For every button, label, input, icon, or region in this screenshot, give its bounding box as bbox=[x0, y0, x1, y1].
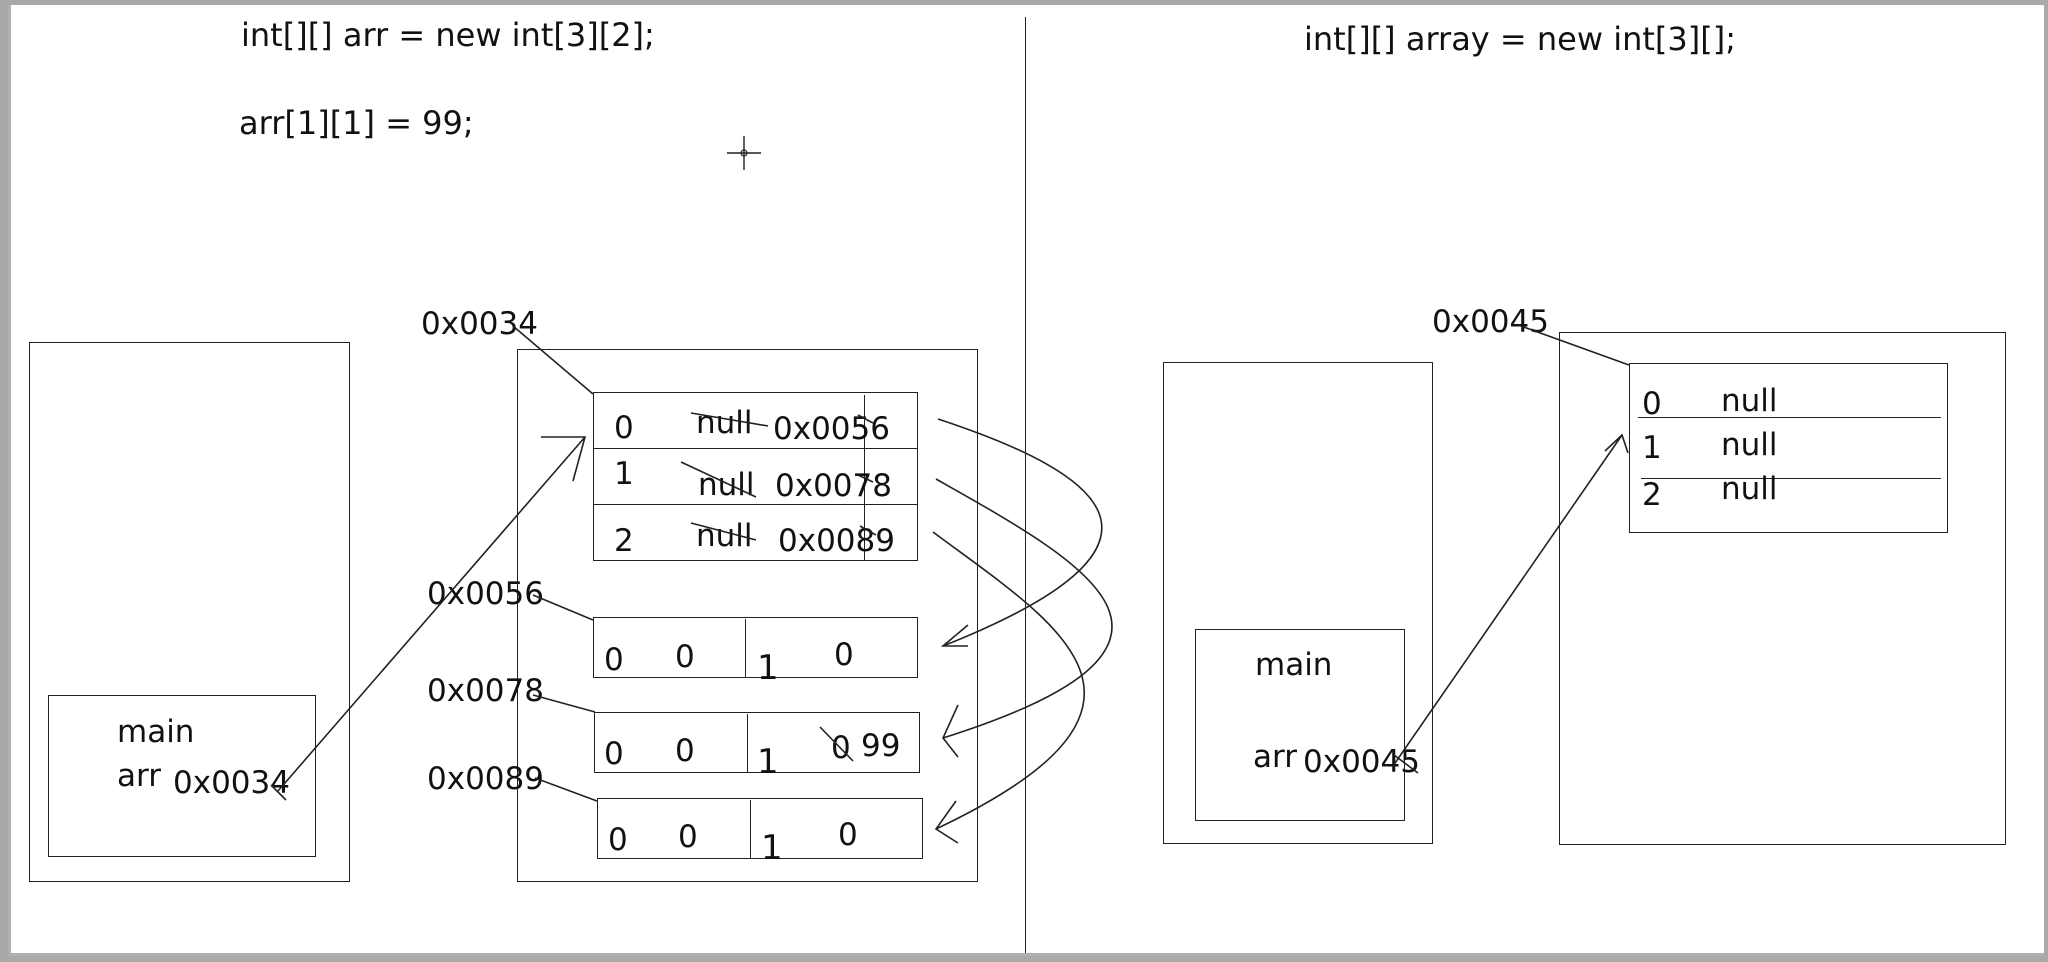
inner-cell-index: 0 bbox=[604, 736, 624, 772]
inner-array-address: 0x0078 bbox=[427, 673, 544, 709]
arrowhead-0089 bbox=[934, 800, 959, 844]
inner-cell-value: 0 bbox=[675, 733, 695, 769]
tick-ref-0 bbox=[857, 414, 874, 424]
inner-cell-value: 0 bbox=[678, 819, 698, 855]
code-line-assign: arr[1][1] = 99; bbox=[239, 104, 474, 142]
outer-array-left bbox=[593, 392, 918, 561]
crosshair-cursor-icon bbox=[727, 136, 761, 170]
outer-row-index: 0 bbox=[614, 410, 634, 446]
outer-array-right-divider-2 bbox=[1641, 478, 1941, 479]
outer-row-index: 2 bbox=[614, 523, 634, 559]
arrow-arr-to-heap-right bbox=[1392, 434, 1623, 767]
code-line-declare-arr: int[][] arr = new int[3][2]; bbox=[241, 16, 655, 54]
leader-0x0034 bbox=[512, 325, 594, 395]
inner-array-divider bbox=[745, 619, 746, 678]
outer-array-right-divider-1 bbox=[1638, 417, 1941, 418]
inner-cell-value: 0 bbox=[834, 637, 854, 673]
tick-arr-value-right bbox=[1393, 754, 1419, 774]
canvas-border-bottom bbox=[8, 953, 2044, 956]
inner-cell-index: 1 bbox=[761, 828, 783, 868]
tick-ref-1 bbox=[857, 474, 874, 483]
stack-area-left bbox=[29, 342, 350, 882]
heap-area-right bbox=[1559, 332, 2006, 845]
arrows-overlay bbox=[270, 324, 1630, 844]
outer-row-ref: 0x0089 bbox=[778, 523, 895, 559]
leader-0x0078 bbox=[532, 694, 596, 713]
arrow-ref-0056 bbox=[937, 418, 1103, 647]
outer-array-divider-1 bbox=[593, 448, 918, 449]
heap-area-left bbox=[517, 349, 978, 882]
outer-row-old-null: null bbox=[696, 405, 753, 441]
arr-var-name-left: arr bbox=[117, 758, 161, 794]
arrow-arr-to-heap-left bbox=[277, 436, 586, 792]
outer-row-index-right: 1 bbox=[1642, 430, 1662, 466]
arr-var-value-right: 0x0045 bbox=[1303, 744, 1420, 780]
main-frame-label-left: main bbox=[117, 714, 195, 750]
inner-array-divider bbox=[750, 800, 751, 859]
leader-0x0056 bbox=[532, 594, 594, 621]
main-frame-label-right: main bbox=[1255, 647, 1333, 683]
inner-cell-index: 1 bbox=[757, 648, 779, 688]
outer-row-value-right: null bbox=[1721, 427, 1778, 463]
tick-ref-2 bbox=[859, 525, 877, 536]
inner-array-0056 bbox=[593, 617, 918, 678]
arrow-ref-0078 bbox=[935, 478, 1113, 739]
outer-row-ref: 0x0078 bbox=[775, 468, 892, 504]
leader-0x0045 bbox=[1517, 324, 1630, 366]
inner-cell-value: 0 bbox=[838, 817, 858, 853]
strike-null-0 bbox=[690, 412, 769, 427]
stack-area-right bbox=[1163, 362, 1433, 844]
inner-array-divider bbox=[747, 714, 748, 773]
strike-null-2 bbox=[690, 522, 757, 541]
inner-cell-value: 0 bbox=[675, 639, 695, 675]
inner-array-address: 0x0089 bbox=[427, 761, 544, 797]
outer-array-address-left: 0x0034 bbox=[421, 306, 538, 342]
outer-row-index: 1 bbox=[614, 456, 634, 492]
inner-array-address: 0x0056 bbox=[427, 576, 544, 612]
leader-0x0089 bbox=[534, 777, 598, 802]
arrowhead-arr-left bbox=[541, 436, 587, 482]
arrowhead-0056 bbox=[940, 624, 969, 647]
main-frame-left bbox=[48, 695, 316, 857]
outer-row-value-right: null bbox=[1721, 471, 1778, 507]
outer-array-right bbox=[1629, 363, 1948, 533]
inner-cell-index: 1 bbox=[757, 742, 779, 782]
outer-row-value-right: null bbox=[1721, 383, 1778, 419]
arr-var-name-right: arr bbox=[1253, 739, 1297, 775]
inner-array-0089 bbox=[597, 798, 923, 859]
arrowhead-0078 bbox=[942, 704, 959, 758]
strike-old-zero bbox=[819, 726, 854, 762]
outer-array-address-right: 0x0045 bbox=[1432, 304, 1549, 340]
inner-cell-index: 0 bbox=[608, 822, 628, 858]
panel-divider bbox=[1025, 17, 1026, 956]
inner-cell-index: 0 bbox=[604, 642, 624, 678]
outer-array-divider-2 bbox=[593, 504, 918, 505]
main-frame-right bbox=[1195, 629, 1405, 821]
arrow-ref-0089 bbox=[932, 531, 1085, 830]
arr-var-value-left: 0x0034 bbox=[173, 765, 290, 801]
diagram-canvas: int[][] arr = new int[3][2]; arr[1][1] =… bbox=[8, 5, 2044, 956]
canvas-border-left bbox=[8, 5, 11, 956]
tick-arr-value-left bbox=[270, 784, 287, 801]
inner-cell-value: 99 bbox=[861, 728, 901, 764]
inner-array-0078 bbox=[594, 712, 920, 773]
outer-row-ref: 0x0056 bbox=[773, 411, 890, 447]
strike-null-1 bbox=[680, 461, 757, 498]
outer-row-index-right: 2 bbox=[1642, 477, 1662, 513]
arrowhead-arr-right bbox=[1604, 433, 1629, 454]
outer-row-index-right: 0 bbox=[1642, 386, 1662, 422]
code-line-declare-array: int[][] array = new int[3][]; bbox=[1304, 20, 1736, 58]
